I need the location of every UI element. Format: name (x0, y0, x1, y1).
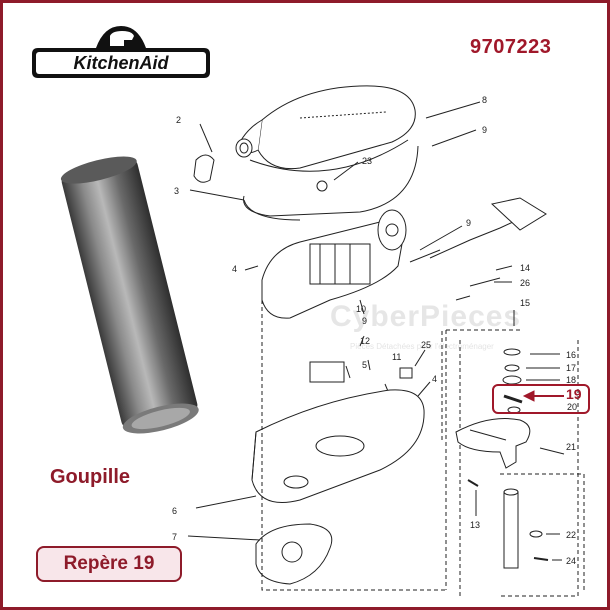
label-14: 14 (520, 263, 530, 273)
label-6: 6 (172, 506, 177, 516)
label-25: 25 (421, 340, 431, 350)
label-12: 12 (360, 336, 370, 346)
label-9b: 9 (466, 218, 471, 228)
label-8: 8 (482, 95, 487, 105)
label-15: 15 (520, 298, 530, 308)
label-23: 23 (362, 156, 372, 166)
label-20: 20 (567, 402, 578, 412)
label-9c: 9 (362, 316, 367, 326)
label-11: 11 (392, 352, 401, 362)
label-3: 3 (174, 186, 179, 196)
product-label: Goupille (50, 466, 130, 488)
highlight-number: 19 (566, 386, 582, 402)
label-21: 21 (566, 442, 576, 452)
kitchenaid-logo: KitchenAid (32, 26, 210, 78)
label-17: 17 (566, 363, 576, 373)
highlight-box (492, 384, 590, 414)
label-9a: 9 (482, 125, 487, 135)
label-2: 2 (176, 115, 181, 125)
label-18: 18 (566, 375, 576, 385)
label-4a: 4 (232, 264, 237, 274)
exploded-diagram: 8 9 23 2 3 4 9 14 26 15 10 9 12 25 11 5 … (172, 85, 585, 597)
label-24: 24 (566, 556, 576, 566)
label-10: 10 (356, 304, 366, 314)
label-5: 5 (362, 360, 367, 370)
label-13: 13 (470, 520, 480, 530)
label-26: 26 (520, 278, 530, 288)
part-number: 9707223 (470, 36, 552, 58)
reference-button[interactable]: Repère 19 (36, 546, 182, 582)
label-7: 7 (172, 532, 177, 542)
label-22: 22 (566, 530, 576, 540)
label-16: 16 (566, 350, 576, 360)
watermark-subtitle: Pièces Détachées pour l'électroménager (350, 342, 494, 351)
label-4b: 4 (432, 374, 437, 384)
pin-image (60, 156, 199, 434)
logo-wordmark: KitchenAid (73, 53, 169, 73)
